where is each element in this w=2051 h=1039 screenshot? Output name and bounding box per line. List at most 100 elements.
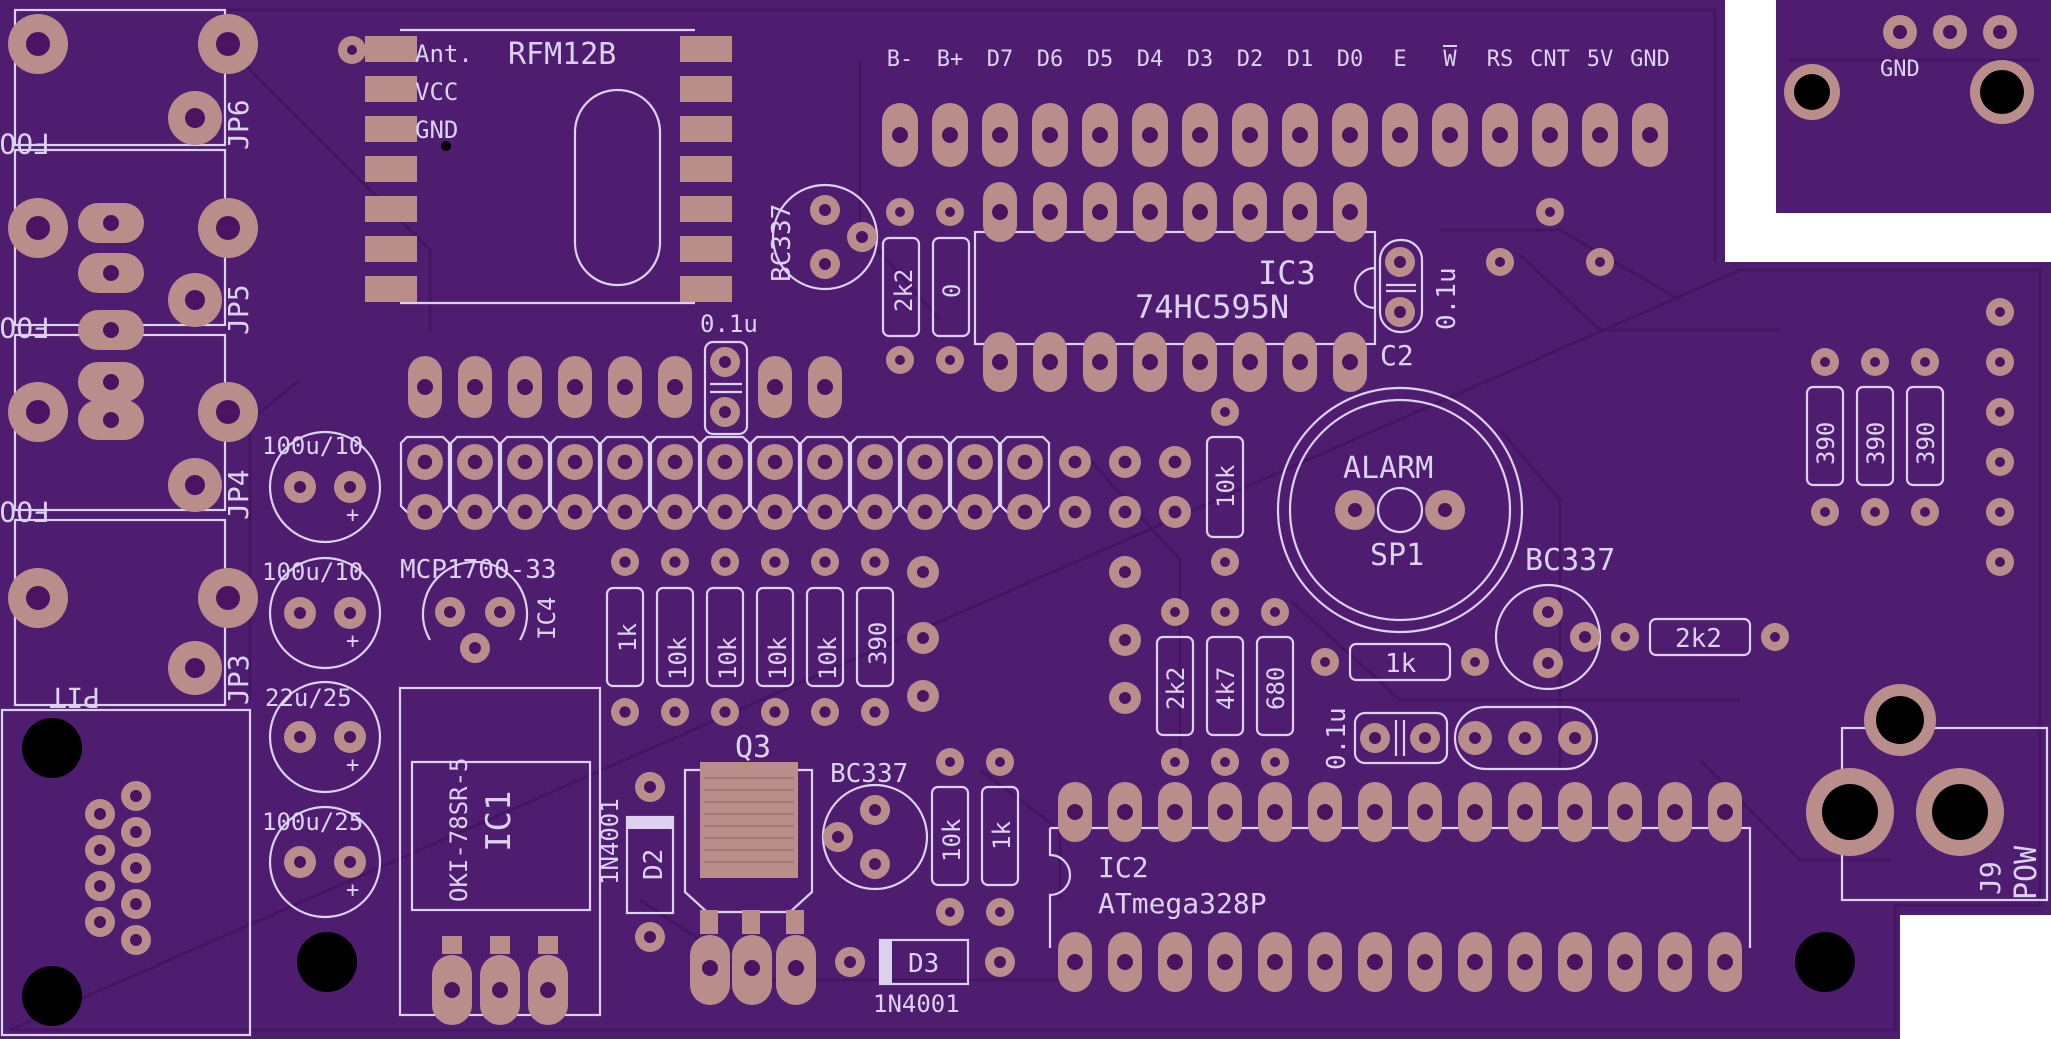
header-pin-label: CNT — [1530, 47, 1570, 72]
header-pad — [1109, 446, 1141, 478]
ic3-pin — [983, 182, 1017, 242]
ic2-pin — [1108, 932, 1142, 992]
cap-100u10-b: + 100u/10 — [262, 556, 382, 670]
label-r-1k-low: 1k — [988, 821, 1016, 850]
header-pin-label: GND — [1630, 47, 1670, 72]
header-pad — [457, 494, 493, 530]
terminal-pads — [8, 14, 258, 695]
label-c2: C2 — [1380, 339, 1414, 372]
resistor-body — [855, 586, 895, 688]
header-pin-label: B+ — [937, 47, 964, 72]
ic2-pin — [1608, 932, 1642, 992]
ic2-pin — [1258, 782, 1292, 842]
header-pad — [707, 444, 743, 480]
ic2-pin — [1508, 782, 1542, 842]
ic2-pin — [1308, 932, 1342, 992]
label-r-680: 680 — [1262, 667, 1290, 710]
header-pad — [657, 494, 693, 530]
ic2-pin — [1558, 782, 1592, 842]
header-pin-pad — [1632, 103, 1668, 167]
resistor-pad — [611, 698, 639, 726]
ic2-pin — [1358, 782, 1392, 842]
ic4-mcp1700: MCP1700-33 IC4 — [400, 555, 561, 663]
electrolytic-caps: + 100u/10 + 100u/10 + 22u/25 + 100u/25 — [262, 430, 382, 919]
extra-pads-mid — [907, 556, 1141, 714]
label-jp6: JP6 — [222, 99, 255, 150]
cap-22u25: + 22u/25 — [265, 680, 382, 794]
resistor-1k-b: 1k — [1311, 642, 1489, 682]
label-cap-100u10-b: 100u/10 — [262, 558, 363, 586]
label-food1: FOOD1 — [0, 495, 50, 528]
label-r-10k-a: 10k — [664, 636, 692, 680]
header-pin-pad — [1532, 103, 1568, 167]
resistor-pad — [861, 698, 889, 726]
left-terminals: FOOD3 FOOD2 FOOD1 PIT JP6 JP5 JP4 JP3 — [0, 8, 258, 1037]
label-r-1k-b: 1k — [1385, 649, 1417, 679]
label-2k2-top: 2k2 — [890, 269, 918, 312]
label-food3: FOOD3 — [0, 127, 50, 160]
header-pin-pad — [932, 103, 968, 167]
label-r-10k-d: 10k — [814, 636, 842, 680]
ic3-pin — [1033, 332, 1067, 392]
header-pad — [1059, 496, 1091, 528]
header-pin-pad — [1032, 103, 1068, 167]
cap-100u10-a: + 100u/10 — [262, 430, 382, 544]
header-pin-label: D4 — [1137, 47, 1164, 72]
header-pad — [907, 444, 943, 480]
crystal — [1453, 705, 1599, 771]
label-1n4001-b: 1N4001 — [873, 990, 960, 1018]
label-r-10k-c: 10k — [764, 636, 792, 680]
header-pin-label: D1 — [1287, 47, 1314, 72]
alarm-buzzer: ALARM SP1 — [1276, 386, 1524, 634]
label-r-390-d: 390 — [1912, 422, 1940, 465]
header-pin-label: RS — [1487, 47, 1514, 72]
ic2-pin — [1308, 782, 1342, 842]
label-r-10k-alarm: 10k — [1212, 464, 1240, 508]
resistor-pad — [611, 548, 639, 576]
ic2-pin — [1608, 782, 1642, 842]
label-1n4001-a: 1N4001 — [596, 798, 624, 885]
resistor-body — [705, 586, 745, 688]
header-pin-label: 5V — [1587, 47, 1614, 72]
header-pad — [507, 494, 543, 530]
oval-pad — [808, 356, 842, 418]
resistor-pad — [811, 548, 839, 576]
dual-header-row — [399, 435, 1191, 530]
ic3-pin — [1233, 332, 1267, 392]
label-bc337-mid: BC337 — [1525, 543, 1615, 578]
diode-d2: D2 1N4001 — [596, 772, 675, 952]
cap-100u10-b-plus: + — [346, 629, 359, 654]
label-0-top: 0 — [938, 284, 966, 298]
rj-jack — [22, 718, 151, 1026]
oval-pad — [408, 356, 442, 418]
resistors-low: 10k 1k — [930, 748, 1020, 926]
ic3-pin — [1083, 332, 1117, 392]
oval-pad — [608, 356, 642, 418]
ic2-atmega: IC2 ATmega328P — [1048, 782, 1752, 992]
bc337-top-label: BC337 — [767, 204, 797, 282]
mounting-holes — [297, 932, 1855, 992]
label-r-1k-a: 1k — [614, 623, 642, 652]
header-pin-pad — [1382, 103, 1418, 167]
resistor-2k2-top: 2k2 — [881, 198, 921, 374]
ic2-pin — [1158, 782, 1192, 842]
label-cap-mid: 0.1u — [700, 310, 758, 338]
header-pin-pad — [1332, 103, 1368, 167]
resistor-bank: 1k 10k 10k 10k 10k 390 — [605, 548, 895, 726]
header-pad — [407, 444, 443, 480]
ic2-pin — [1108, 782, 1142, 842]
header-pin-pad — [1232, 103, 1268, 167]
corner-tab-parts: GND — [1784, 15, 2034, 124]
ic1-regulator: OKI-78SR-5 IC1 — [398, 686, 602, 1025]
resistor-body — [605, 586, 645, 688]
label-ic2-name: IC2 — [1098, 851, 1149, 884]
diode-d3: D3 1N4001 — [835, 938, 1015, 1018]
ic3-name: IC3 — [1258, 254, 1316, 292]
header-pin-label: D5 — [1087, 47, 1114, 72]
label-food2: FOOD2 — [0, 311, 50, 344]
ic3-pin — [1133, 182, 1167, 242]
header-pad — [457, 444, 493, 480]
ic2-pin — [1558, 932, 1592, 992]
label-r-10k-b: 10k — [714, 636, 742, 680]
ic3-pin — [1333, 182, 1367, 242]
